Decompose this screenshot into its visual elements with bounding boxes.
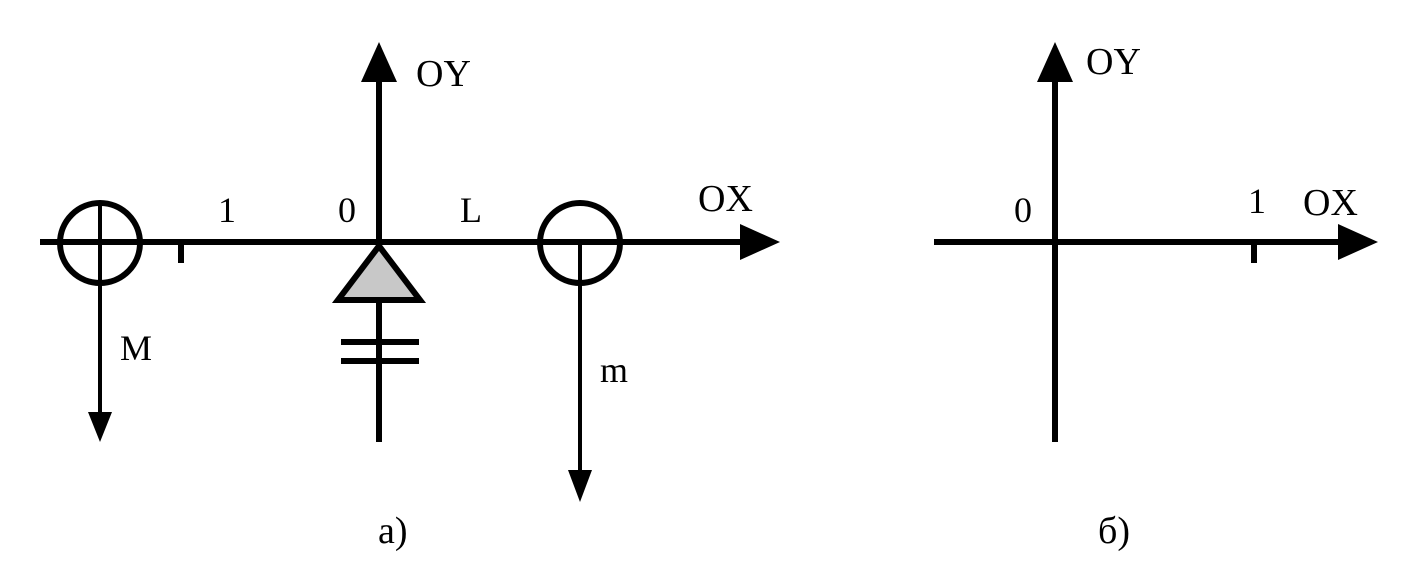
panel-b-caption: б) [1098, 510, 1130, 552]
panel-a-y-label: OY [416, 53, 471, 95]
left-force-arrowhead [88, 412, 112, 442]
panel-a-y-arrowhead [361, 42, 397, 82]
panel-b-x-label: OX [1303, 182, 1358, 224]
right-mass-label: m [600, 350, 628, 390]
panel-a: OY OX 0 1 L M m а) [40, 42, 780, 552]
panel-b-y-arrowhead [1037, 42, 1073, 82]
panel-b-origin-label: 0 [1014, 190, 1032, 230]
panel-b-y-label: OY [1086, 41, 1141, 83]
panel-a-origin-label: 0 [338, 190, 356, 230]
panel-b-x-arrowhead [1338, 224, 1378, 260]
panel-b-tick-1-label: 1 [1248, 181, 1266, 221]
right-force-arrowhead [568, 470, 592, 502]
panel-b: OY OX 0 1 б) [934, 41, 1378, 552]
panel-a-x-arrowhead [740, 224, 780, 260]
panel-a-x-label: OX [698, 178, 753, 220]
length-label: L [460, 190, 482, 230]
fulcrum-triangle [331, 241, 427, 303]
left-mass-label: M [120, 328, 152, 368]
panel-a-tick-1-label: 1 [218, 190, 236, 230]
panel-a-caption: а) [378, 510, 408, 552]
